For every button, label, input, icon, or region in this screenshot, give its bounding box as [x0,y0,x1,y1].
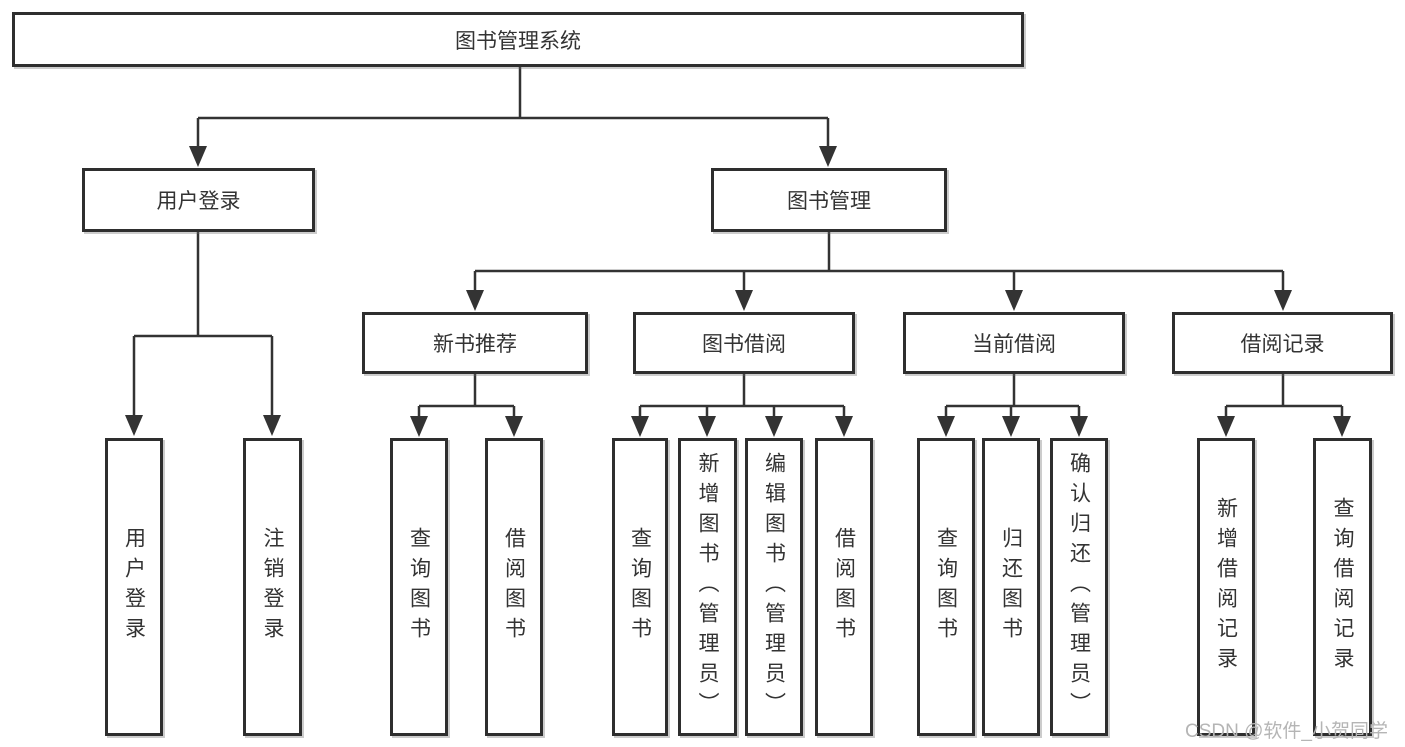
node-borrow-books-borrow: 借阅图书 [815,438,873,736]
node-label: 归还图书 [999,527,1023,647]
node-label: 查询图书 [628,527,652,647]
node-query-books-current: 查询图书 [917,438,975,736]
node-new-book-recommend: 新书推荐 [362,312,588,374]
edge-new-book-to-leaves [410,374,523,437]
node-book-borrow: 图书借阅 [633,312,855,374]
node-edit-books-admin: 编辑图书（管理员） [745,438,803,736]
node-label: 查询借阅记录 [1331,497,1355,677]
edge-user-login-to-leaves [125,232,281,436]
edge-current-borrow-to-leaves [937,374,1088,437]
node-confirm-return-admin: 确认归还（管理员） [1050,438,1108,736]
node-add-borrow-record: 新增借阅记录 [1197,438,1255,736]
node-label: 图书管理 [787,190,871,213]
node-borrow-records: 借阅记录 [1172,312,1393,374]
node-query-books-borrow: 查询图书 [612,438,668,736]
edge-borrow-records-to-leaves [1217,374,1351,437]
node-label: 编辑图书（管理员） [762,452,786,722]
node-system-root: 图书管理系统 [12,12,1024,67]
node-add-books-admin: 新增图书（管理员） [678,438,737,736]
node-label: 借阅图书 [832,527,856,647]
node-label: 确认归还（管理员） [1067,452,1091,722]
node-query-books-new: 查询图书 [390,438,448,736]
node-label: 当前借阅 [972,333,1056,356]
node-user-login-leaf: 用户登录 [105,438,163,736]
node-label: 查询图书 [934,527,958,647]
node-label: 新书推荐 [433,333,517,356]
node-label: 用户登录 [122,527,146,647]
node-label: 注销登录 [261,527,285,647]
node-book-management: 图书管理 [711,168,947,232]
node-label: 借阅图书 [502,527,526,647]
node-label: 查询图书 [407,527,431,647]
node-label: 图书借阅 [702,333,786,356]
node-logout: 注销登录 [243,438,302,736]
node-label: 用户登录 [156,190,241,213]
node-label: 图书管理系统 [455,29,581,53]
node-return-books: 归还图书 [982,438,1040,736]
node-label: 借阅记录 [1240,333,1325,356]
node-label: 新增借阅记录 [1214,497,1238,677]
node-query-borrow-record: 查询借阅记录 [1313,438,1372,736]
node-label: 新增图书（管理员） [696,452,720,722]
csdn-watermark: CSDN @软件_小贺同学 [1185,721,1388,742]
edge-book-borrow-to-leaves [631,374,853,437]
edge-root-to-level2 [189,67,837,167]
node-user-login: 用户登录 [82,168,315,232]
node-borrow-books-new: 借阅图书 [485,438,543,736]
node-current-borrow: 当前借阅 [903,312,1125,374]
edge-book-management-to-level3 [466,232,1292,311]
